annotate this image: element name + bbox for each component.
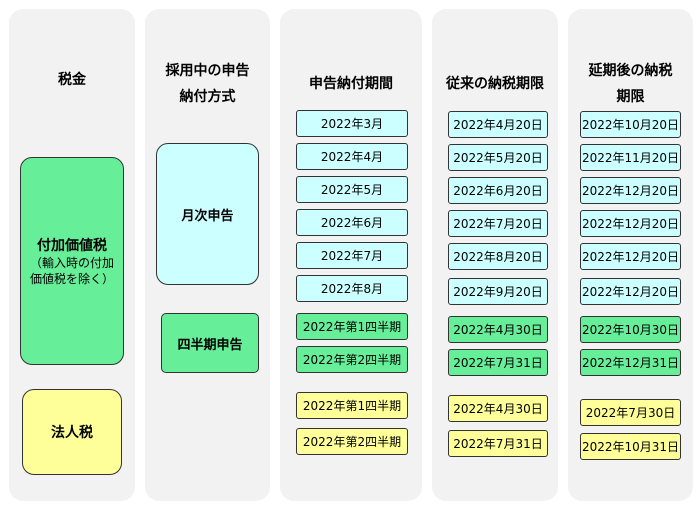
new-deadline-cell: 2022年10月31日 <box>580 433 681 460</box>
new-deadline-cell: 2022年11月20日 <box>580 144 681 171</box>
old-deadline-cell: 2022年5月20日 <box>448 144 548 171</box>
header-new-line2: 期限 <box>616 89 645 105</box>
old-deadline-cell: 2022年8月20日 <box>448 243 548 270</box>
column-old-deadline: 従来の納税期限 2022年4月20日 2022年5月20日 2022年6月20日… <box>432 9 558 501</box>
new-deadline-cell: 2022年12月31日 <box>580 349 681 376</box>
monthly-method-box: 月次申告 <box>156 143 259 285</box>
monthly-method-label: 月次申告 <box>181 208 234 224</box>
column-period: 申告納付期間 2022年3月 2022年4月 2022年5月 2022年6月 2… <box>280 9 422 501</box>
new-deadline-cell: 2022年10月30日 <box>580 316 681 343</box>
new-deadline-cell: 2022年12月20日 <box>580 278 681 305</box>
period-cell: 2022年第2四半期 <box>296 346 408 373</box>
quarterly-method-label: 四半期申告 <box>177 337 243 353</box>
header-period: 申告納付期間 <box>309 76 393 92</box>
old-deadline-cell: 2022年7月20日 <box>448 210 548 237</box>
new-deadline-cell: 2022年12月20日 <box>580 243 681 270</box>
period-cell: 2022年4月 <box>296 143 408 170</box>
old-deadline-cell: 2022年7月31日 <box>448 349 548 376</box>
header-method: 採用中の申告 納付方式 <box>145 58 270 110</box>
old-deadline-cell: 2022年9月20日 <box>448 278 548 305</box>
period-cell: 2022年第1四半期 <box>296 392 408 419</box>
new-deadline-cell: 2022年10月20日 <box>580 111 681 138</box>
header-tax: 税金 <box>58 72 86 88</box>
old-deadline-cell: 2022年4月30日 <box>448 395 548 422</box>
period-cell: 2022年第2四半期 <box>296 428 408 455</box>
vat-note: （輸入時の付加価値税を除く） <box>29 256 114 286</box>
old-deadline-cell: 2022年6月20日 <box>448 177 548 204</box>
period-cell: 2022年5月 <box>296 176 408 203</box>
header-method-line2: 納付方式 <box>179 89 236 105</box>
old-deadline-cell: 2022年7月31日 <box>448 430 548 457</box>
vat-box: 付加価値税 （輸入時の付加価値税を除く） <box>20 157 124 365</box>
period-cell: 2022年8月 <box>296 275 408 302</box>
corp-tax-title: 法人税 <box>51 425 93 441</box>
header-new-deadline: 延期後の納税 期限 <box>568 58 693 110</box>
vat-title: 付加価値税 <box>37 238 107 254</box>
period-cell: 2022年第1四半期 <box>296 313 408 340</box>
old-deadline-cell: 2022年4月30日 <box>448 316 548 343</box>
column-new-deadline: 延期後の納税 期限 2022年10月20日 2022年11月20日 2022年1… <box>568 9 693 501</box>
quarterly-method-box: 四半期申告 <box>161 313 259 373</box>
period-cell: 2022年6月 <box>296 209 408 236</box>
header-new-line1: 延期後の納税 <box>588 63 673 79</box>
header-method-line1: 採用中の申告 <box>165 63 250 79</box>
old-deadline-cell: 2022年4月20日 <box>448 111 548 138</box>
new-deadline-cell: 2022年12月20日 <box>580 177 681 204</box>
header-old-deadline: 従来の納税期限 <box>446 76 544 92</box>
column-tax: 税金 付加価値税 （輸入時の付加価値税を除く） 法人税 <box>9 9 135 501</box>
corp-tax-box: 法人税 <box>22 389 122 475</box>
column-method: 採用中の申告 納付方式 月次申告 四半期申告 <box>145 9 270 501</box>
new-deadline-cell: 2022年7月30日 <box>580 399 681 426</box>
period-cell: 2022年7月 <box>296 242 408 269</box>
new-deadline-cell: 2022年12月20日 <box>580 210 681 237</box>
period-cell: 2022年3月 <box>296 110 408 137</box>
